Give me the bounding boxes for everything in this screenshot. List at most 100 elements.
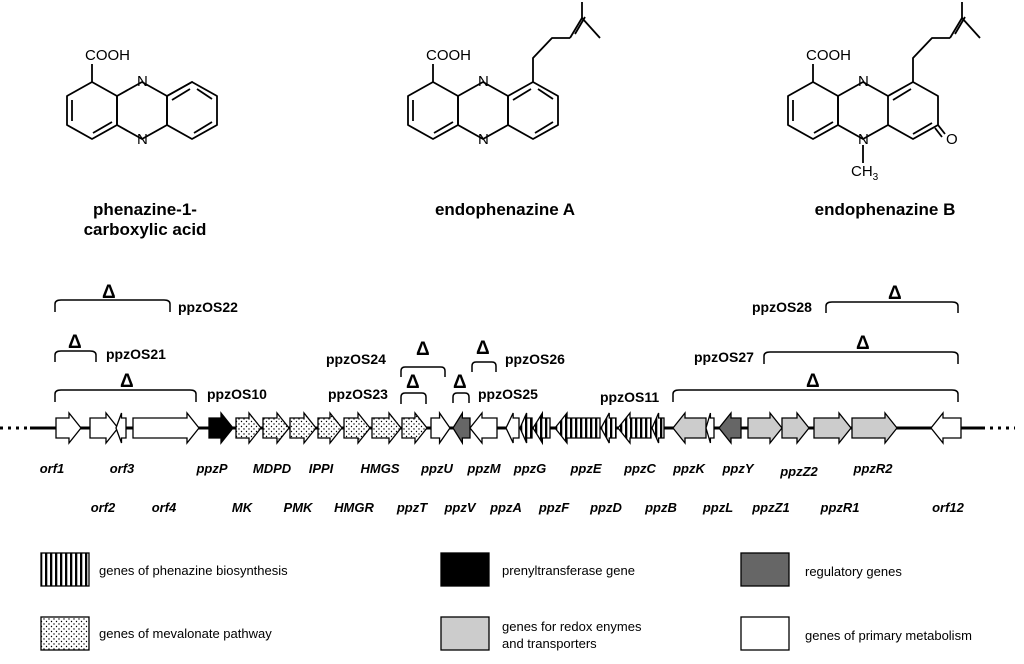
gene-label-ppzk: ppzK xyxy=(673,461,705,476)
gene-label-ppzu: ppzU xyxy=(421,461,453,476)
label-ppzos24: ppzOS24 xyxy=(326,351,386,367)
gene-label-pmk: PMK xyxy=(283,500,313,515)
legend-primary-text: genes of primary metabolism xyxy=(805,628,972,643)
gene-label-ppzd: ppzD xyxy=(590,500,622,515)
gene-arrow-ppzb xyxy=(651,412,665,444)
structure-pca xyxy=(66,64,218,140)
legend-phenazine-text: genes of phenazine biosynthesis xyxy=(99,563,288,578)
label-ppzos22: ppzOS22 xyxy=(178,299,238,315)
legend-prenyl-text: prenyltransferase gene xyxy=(502,563,635,578)
gene-arrow-ppzz1 xyxy=(747,411,783,445)
endophenazine-b-name: endophenazine B xyxy=(814,200,956,219)
gene-label-ppzl: ppzL xyxy=(702,500,734,515)
gene-arrow-ppzd xyxy=(600,412,617,444)
gene-arrow-ppzm xyxy=(469,411,498,445)
gene-arrow-mdpd xyxy=(262,411,290,445)
gene-arrow-ppzk xyxy=(672,411,707,445)
gene-label-orf1: orf1 xyxy=(39,461,65,476)
delta-ppzos11-region: Δ xyxy=(806,371,820,392)
gene-arrow-ppzu xyxy=(430,410,451,446)
gene-arrow-orf12 xyxy=(930,411,962,445)
endophenazine-a-name: endophenazine A xyxy=(434,200,576,219)
gene-label-orf3: orf3 xyxy=(109,461,135,476)
label-ppzos28: ppzOS28 xyxy=(752,299,812,315)
legend-swatch-regulatory xyxy=(740,552,790,587)
gene-arrows xyxy=(55,410,962,446)
gene-label-ppza: ppzA xyxy=(490,500,522,515)
endob-n-label-top: N xyxy=(858,73,869,90)
label-ppzos26: ppzOS26 xyxy=(505,351,565,367)
delta-ppzos25: Δ xyxy=(453,372,467,393)
gene-label-orf2: orf2 xyxy=(90,500,116,515)
label-ppzos11: ppzOS11 xyxy=(600,389,660,405)
gene-label-ppzr1: ppzR1 xyxy=(820,500,860,515)
label-ppzos27: ppzOS27 xyxy=(694,349,754,365)
label-ppzos21: ppzOS21 xyxy=(106,346,166,362)
gene-label-ppzz1: ppzZ1 xyxy=(752,500,790,515)
gene-arrow-ppzc xyxy=(617,411,652,445)
legend-swatch-redox xyxy=(440,616,490,651)
legend-swatch-phenazine xyxy=(40,552,90,587)
gene-arrow-hmgs xyxy=(371,411,402,445)
gene-arrow-ippi xyxy=(317,411,343,445)
gene-label-ppzr2: ppzR2 xyxy=(853,461,893,476)
gene-label-orf4: orf4 xyxy=(151,500,177,515)
gene-arrow-ppzt xyxy=(401,411,428,445)
gene-arrow-ppze xyxy=(554,411,601,445)
endob-ch3-label: CH3 xyxy=(851,163,879,183)
gene-arrow-ppzg xyxy=(519,412,533,444)
label-ppzos23: ppzOS23 xyxy=(328,386,388,402)
deletion-brackets xyxy=(54,299,959,404)
endob-cooh-label: COOH xyxy=(806,47,851,64)
gene-label-ippi: IPPI xyxy=(308,461,334,476)
gene-label-ppzb: ppzB xyxy=(645,500,677,515)
gene-label-ppzz2: ppzZ2 xyxy=(780,464,818,479)
gene-label-orf12: orf12 xyxy=(932,500,964,515)
gene-arrow-ppzr2 xyxy=(851,411,898,445)
gene-arrow-mk xyxy=(235,411,262,445)
gene-arrow-orf2 xyxy=(89,411,119,445)
gene-label-ppzf: ppzF xyxy=(538,500,570,515)
gene-arrow-ppzr1 xyxy=(813,411,852,445)
legend-regulatory-text: regulatory genes xyxy=(805,564,902,579)
gene-arrow-ppzy xyxy=(718,411,742,445)
gene-arrow-orf3 xyxy=(115,412,127,444)
gene-label-mk: MK xyxy=(231,500,253,515)
gene-arrow-hmgr xyxy=(343,411,371,445)
delta-ppzos23: Δ xyxy=(406,372,420,393)
gene-arrow-ppzz2 xyxy=(781,411,810,445)
gene-arrow-ppzv xyxy=(452,410,471,446)
pca-n-label-bottom: N xyxy=(137,131,148,148)
legend-mevalonate-text: genes of mevalonate pathway xyxy=(99,626,272,641)
gene-label-ppzp: ppzP xyxy=(196,461,228,476)
legend-swatch-primary xyxy=(740,616,790,651)
endoa-cooh-label: COOH xyxy=(426,47,471,64)
pca-n-label-top: N xyxy=(137,73,148,90)
legend-redox-text: genes for redox enymes and transporters xyxy=(502,619,642,651)
gene-arrow-ppzl xyxy=(705,412,715,444)
gene-label-mdpd: MDPD xyxy=(252,461,292,476)
endob-o-label: O xyxy=(946,131,958,148)
gene-label-ppzy: ppzY xyxy=(722,461,754,476)
structure-endophenazine-b xyxy=(787,2,981,163)
delta-ppzos24: Δ xyxy=(416,339,430,360)
delta-ppzos28: Δ xyxy=(888,283,902,304)
delta-ppzos21: Δ xyxy=(68,332,82,353)
label-ppzos25: ppzOS25 xyxy=(478,386,538,402)
delta-ppzos26: Δ xyxy=(476,338,490,359)
legend-swatch-prenyl xyxy=(440,552,490,587)
delta-ppzos22: Δ xyxy=(102,282,116,303)
gene-label-hmgs: HMGS xyxy=(360,461,400,476)
endoa-n-label-top: N xyxy=(478,73,489,90)
legend-swatches xyxy=(40,552,790,651)
structure-endophenazine-a xyxy=(407,2,601,140)
gene-arrow-ppzp xyxy=(208,411,234,445)
gene-arrow-ppzf xyxy=(532,410,551,446)
delta-ppzos27: Δ xyxy=(856,333,870,354)
gene-arrow-pmk xyxy=(289,411,317,445)
gene-label-hmgr: HMGR xyxy=(334,500,374,515)
pca-cooh-label: COOH xyxy=(85,47,130,64)
gene-label-ppzg: ppzG xyxy=(513,461,547,476)
